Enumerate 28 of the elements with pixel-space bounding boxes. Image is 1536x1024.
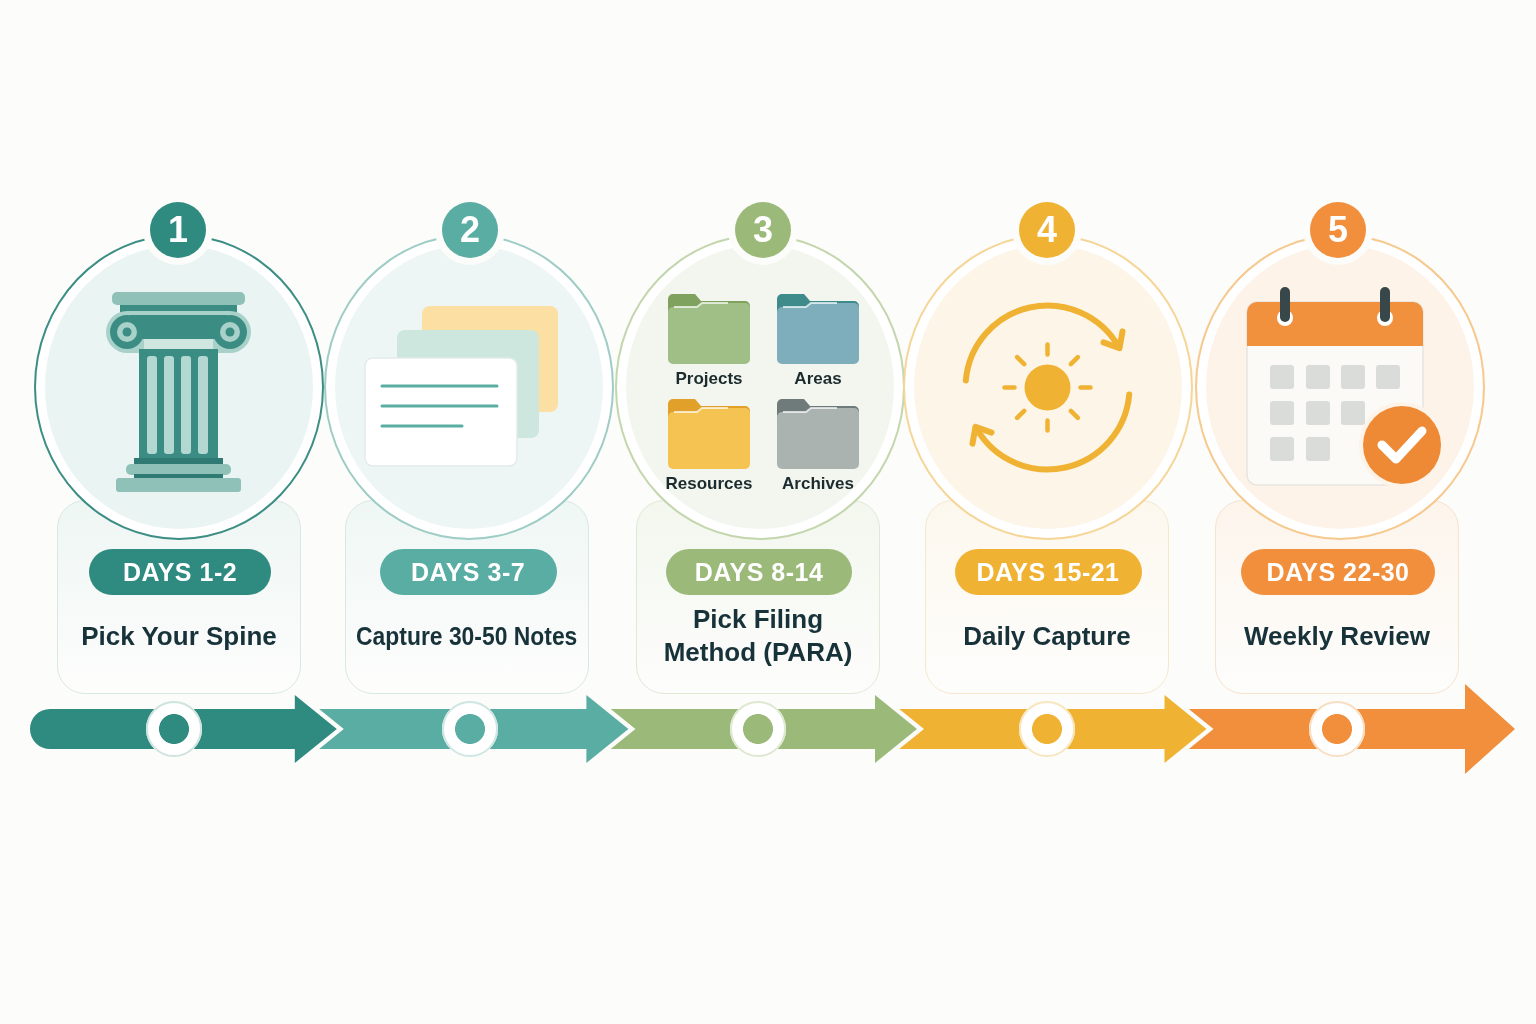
step-title: Weekly Review [1244,619,1430,653]
folder-label: Resources [665,474,753,494]
timeline-marker [146,701,202,757]
step-card [1215,500,1459,694]
step-title: Pick Filing Method (PARA) [662,603,854,669]
date-range-tag: DAYS 22-30 [1241,549,1435,595]
timeline-arrow [489,695,739,763]
timeline-marker [442,701,498,757]
timeline-arrow [30,709,155,749]
date-range-tag: DAYS 8-14 [666,549,852,595]
folder-label: Areas [794,369,842,389]
timeline-arrow [193,695,451,763]
timeline-marker [730,701,786,757]
date-range-tag: DAYS 1-2 [89,549,271,595]
timeline-marker [1309,701,1365,757]
timeline-arrow [1066,695,1318,763]
step-title: Pick Your Spine [81,619,277,653]
timeline-arrow [1356,684,1515,774]
timeline-marker [1019,701,1075,757]
date-range-tag: DAYS 15-21 [954,549,1142,595]
step-card [636,500,880,694]
folder-label: Archives [782,474,854,494]
timeline-arrow [777,695,1028,763]
step-card [57,500,301,694]
step-title: Daily Capture [963,619,1131,653]
folder-label: Projects [675,369,743,389]
step-title: Capture 30-50 Notes [356,619,578,653]
date-range-tag: DAYS 3-7 [379,549,557,595]
